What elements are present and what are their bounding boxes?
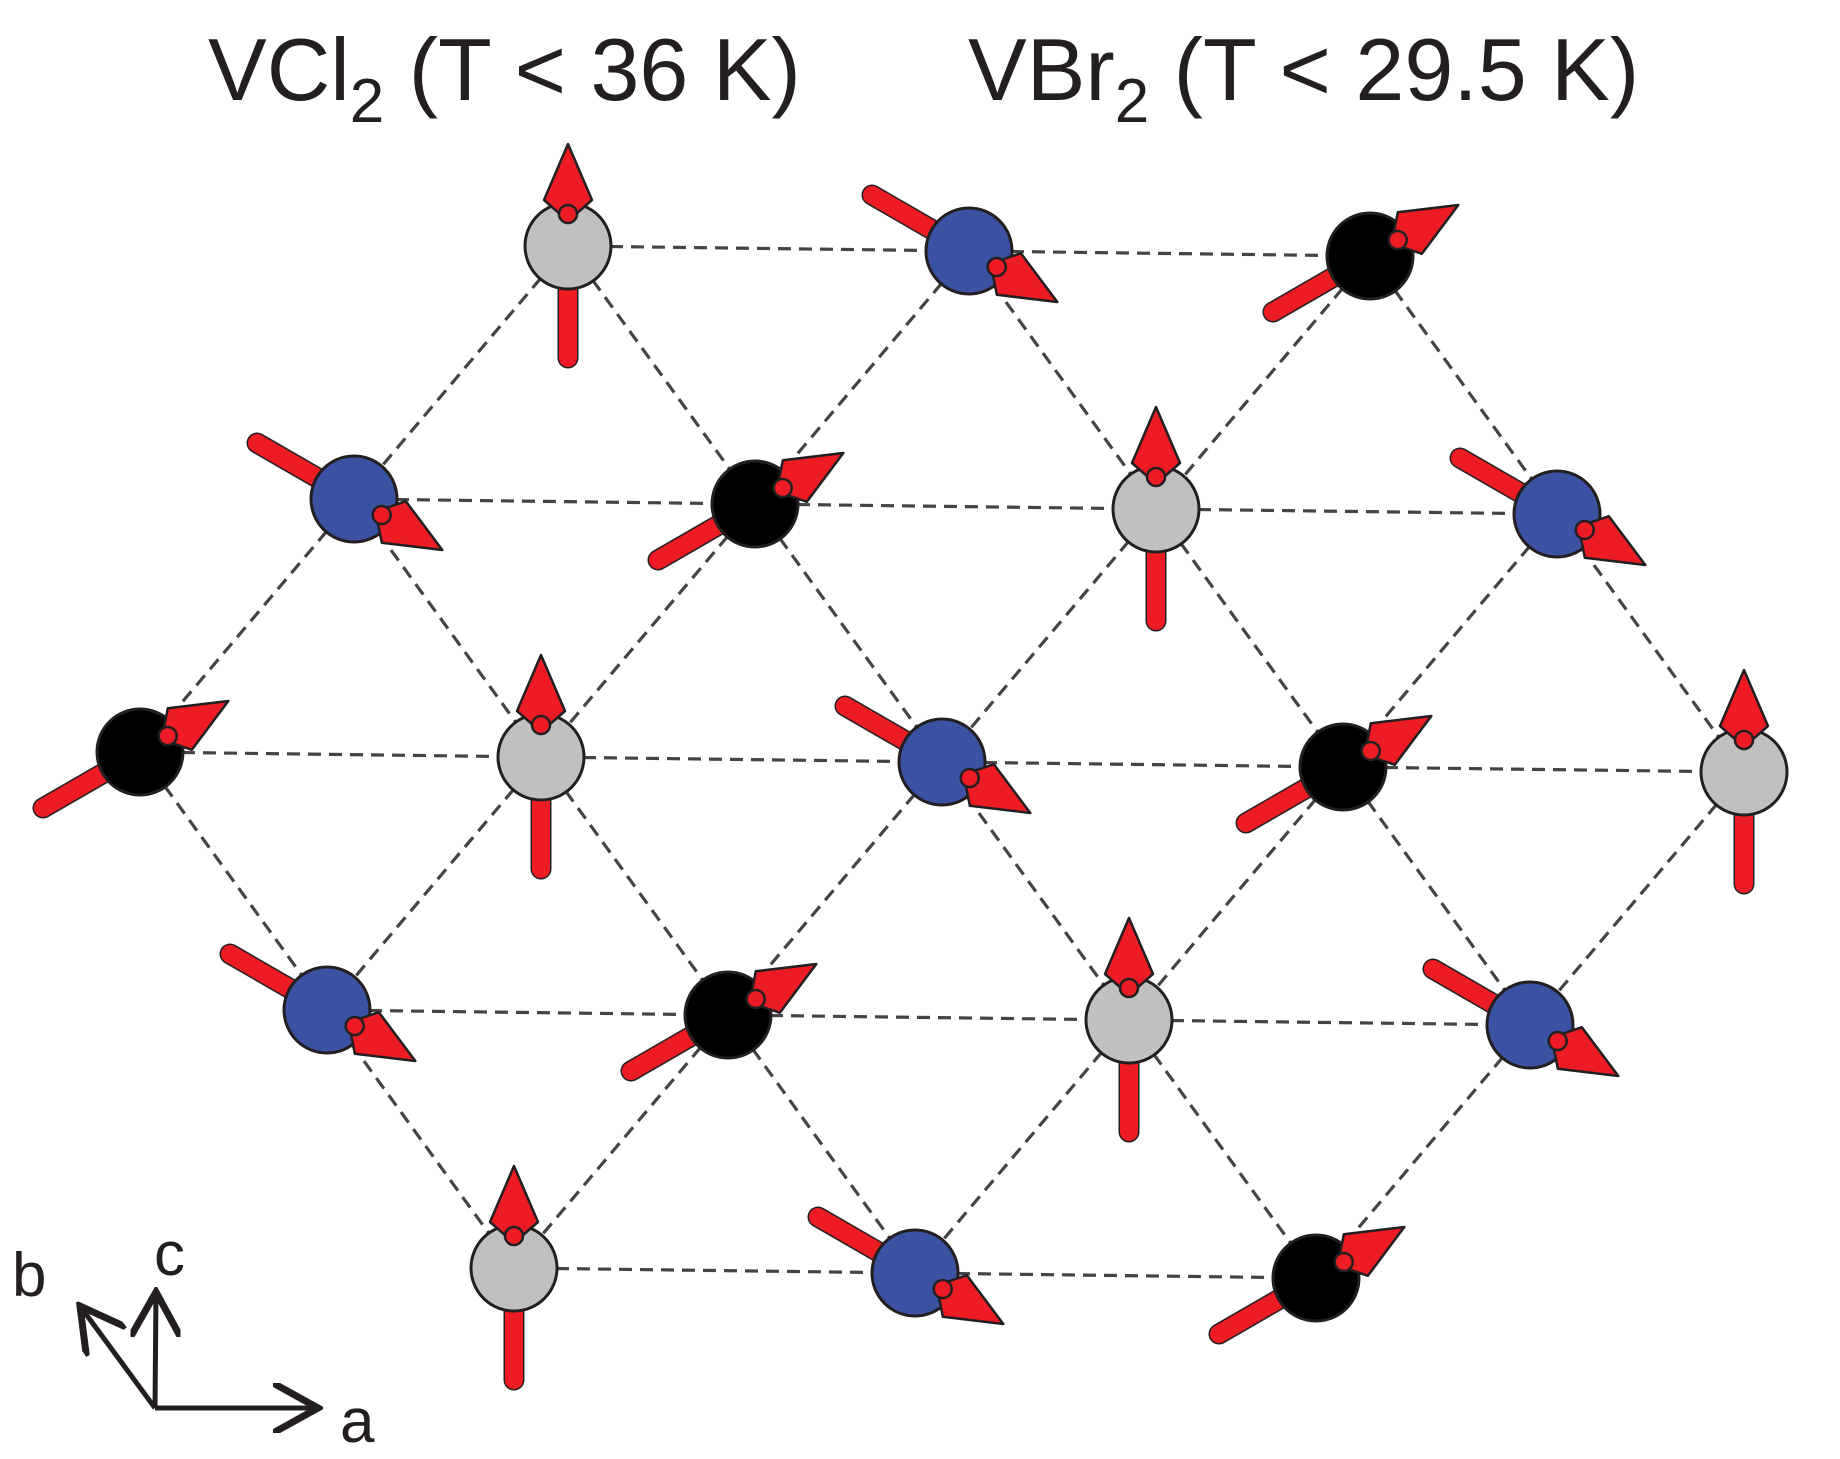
bond-line: [1154, 254, 1372, 511]
spin-arrow-head: [515, 653, 567, 727]
spin-arrow-knob: [530, 714, 552, 736]
bond-line: [1528, 770, 1746, 1027]
bond-line: [540, 755, 943, 764]
bond-line: [968, 249, 1371, 258]
lattice-sites: [95, 201, 1789, 1323]
spin-arrow-knob: [932, 1278, 953, 1300]
b-axis-arrow: [80, 1306, 158, 1410]
vbr2-subscript: 2: [1115, 67, 1149, 136]
bond-line: [352, 244, 570, 501]
bond-line: [567, 244, 970, 253]
a-axis-label: a: [340, 1387, 375, 1456]
spin-arrow-knob: [1145, 466, 1167, 488]
title: VCl2 (T < 36 K) VBr2 (T < 29.5 K): [208, 20, 1639, 136]
spin-arrow-knob: [986, 256, 1007, 278]
bond-line: [1128, 1018, 1531, 1027]
bond-line: [512, 1013, 730, 1270]
spin-arrow-knob: [1387, 229, 1408, 251]
spin-arrow-knob: [1574, 519, 1595, 541]
spin-arrows-front: [157, 142, 1770, 1326]
spin-arrow-knob: [745, 988, 766, 1010]
bond-line: [138, 751, 329, 1011]
c-axis-arrow: [155, 1292, 156, 1409]
bond-line: [1127, 765, 1345, 1022]
vcl2-condition: (T < 36 K): [384, 20, 801, 119]
bond-line: [566, 245, 757, 505]
spin-arrows-back: [32, 184, 1755, 1391]
bond-line: [1342, 765, 1745, 774]
spin-arrow-knob: [772, 477, 793, 499]
spin-arrow-knob: [1118, 977, 1140, 999]
spin-arrow-knob: [1333, 1251, 1354, 1273]
bond-line: [727, 1013, 1130, 1022]
bond-line: [326, 1008, 729, 1017]
title-vbr2: VBr2 (T < 29.5 K): [968, 20, 1639, 136]
axis-indicator: a b c: [12, 1220, 375, 1456]
b-axis-label: b: [12, 1241, 46, 1310]
spin-arrow-knob: [1547, 1030, 1568, 1052]
spin-arrow-knob: [1733, 729, 1755, 751]
vbr2-condition: (T < 29.5 K): [1149, 20, 1639, 119]
bond-line: [753, 503, 944, 763]
bond-line: [1368, 255, 1559, 515]
bond-line: [1154, 508, 1345, 768]
bond-line: [914, 1271, 1317, 1280]
spin-arrow-head: [1103, 916, 1155, 990]
vcl2-formula: VCl: [208, 20, 350, 119]
vcl2-subscript: 2: [350, 67, 384, 136]
title-vcl2: VCl2 (T < 36 K): [208, 20, 801, 136]
bond-line: [139, 750, 542, 759]
spin-arrow-knob: [344, 1015, 365, 1037]
bond-line: [1155, 507, 1558, 516]
spin-arrow-knob: [959, 767, 980, 789]
bond-line: [1341, 766, 1532, 1026]
spin-arrow-knob: [371, 504, 392, 526]
bond-line: [539, 756, 730, 1016]
bond-line: [1127, 1019, 1318, 1279]
spin-arrow-knob: [503, 1225, 525, 1247]
spin-arrow-head: [488, 1164, 540, 1238]
spin-arrow-head: [1130, 405, 1182, 479]
vbr2-formula: VBr: [968, 20, 1115, 119]
bond-line: [913, 1018, 1131, 1275]
spin-arrow-head: [1718, 668, 1770, 742]
c-axis-label: c: [154, 1220, 185, 1289]
bond-line: [940, 507, 1158, 764]
bond-line: [539, 502, 757, 759]
spin-arrow-knob: [157, 725, 178, 747]
bond-line: [353, 497, 756, 506]
bond-line: [513, 1266, 916, 1275]
bond-line: [726, 1014, 917, 1274]
spin-arrow-head: [542, 142, 594, 216]
spin-arrow-knob: [557, 203, 579, 225]
bond-line: [754, 502, 1157, 511]
spin-arrow-knob: [1360, 740, 1381, 762]
bond-line: [325, 755, 543, 1012]
bond-line: [941, 760, 1344, 769]
